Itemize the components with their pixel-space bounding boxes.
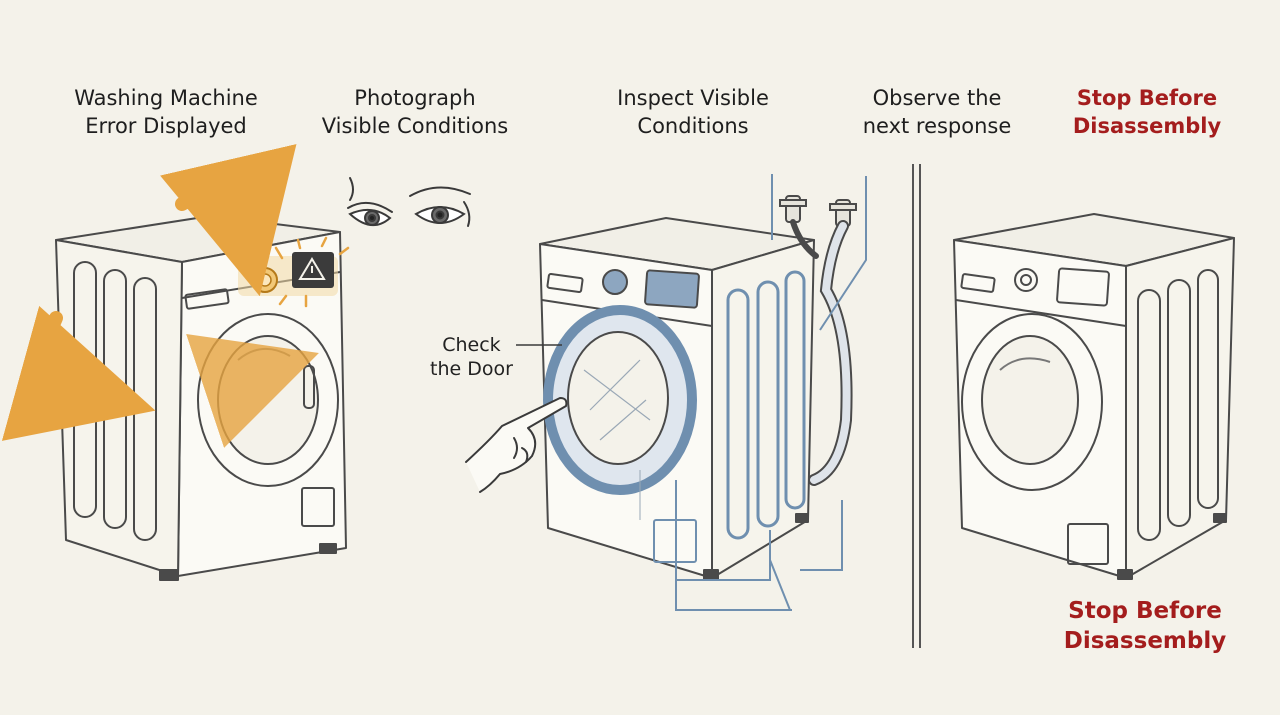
pointing-hand-icon: [465, 397, 568, 493]
step-4-label: Observe the next response: [862, 86, 1012, 138]
warning-triangle-icon: [298, 257, 326, 280]
divider-line: [912, 164, 921, 648]
drain-hose: [790, 219, 853, 486]
step-5-label: Stop Before Disassembly: [1072, 86, 1222, 138]
step-3-label: Inspect Visible Conditions: [617, 86, 769, 138]
eyes-icon: [347, 177, 471, 227]
faucet-icon: [779, 195, 857, 227]
inspection-lines: [675, 174, 867, 611]
stop-before-disassembly-note: Stop Before Disassembly: [1063, 598, 1227, 654]
check-door-callout: Check the Door: [430, 334, 513, 380]
step-1-label: Washing Machine Error Displayed: [74, 86, 258, 138]
curved-arrow-icon: [1, 144, 319, 448]
washing-machine-3: [953, 213, 1235, 580]
step-2-label: Photograph Visible Conditions: [321, 86, 509, 138]
washing-machine-2: [539, 217, 815, 580]
